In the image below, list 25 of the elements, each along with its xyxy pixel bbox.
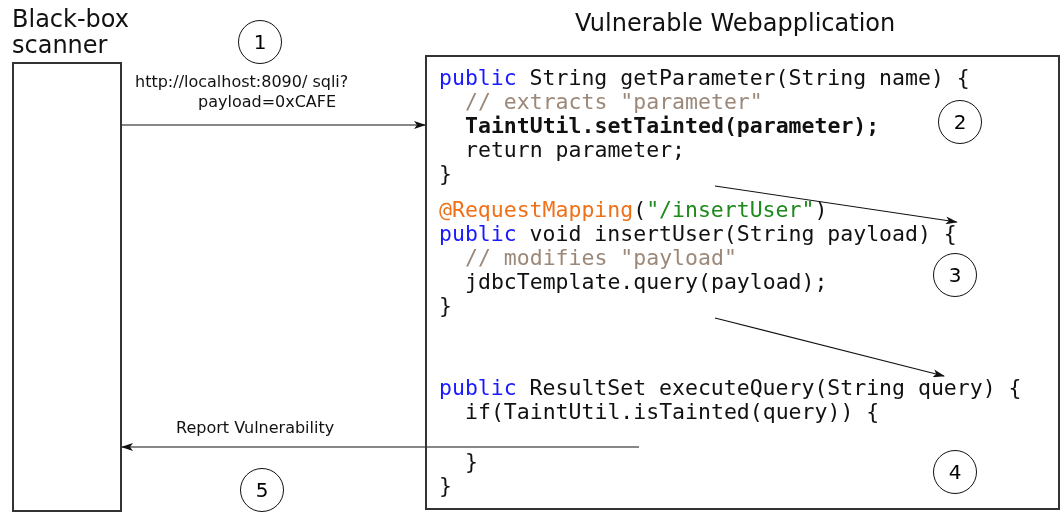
step-number: 5 <box>240 468 284 512</box>
code-line: return parameter; <box>465 138 686 162</box>
step-number: 3 <box>933 253 977 297</box>
arrow <box>714 185 958 225</box>
code-line: } <box>439 162 452 186</box>
code-line: if(TaintUtil.isTainted(query)) { <box>465 400 880 424</box>
step-number: 4 <box>933 450 977 494</box>
code-line: // modifies "payload" <box>465 246 737 270</box>
code-line: // extracts "parameter" <box>465 90 763 114</box>
code-line: @RequestMapping("/insertUser") <box>439 198 828 222</box>
code-line: } <box>439 294 452 318</box>
arrow <box>714 317 945 378</box>
step-number: 1 <box>238 20 282 64</box>
participant-label: Black-box scanner <box>12 6 130 58</box>
code-line: } <box>465 450 478 474</box>
code-line: } <box>439 474 452 498</box>
arrow <box>121 121 426 129</box>
application-title: Vulnerable Webapplication <box>575 10 896 36</box>
arrow <box>121 443 640 451</box>
code-line: public void insertUser(String payload) { <box>439 222 957 246</box>
code-line: public ResultSet executeQuery(String query) { <box>439 376 1022 400</box>
step-number: 2 <box>938 100 982 144</box>
code-line: TaintUtil.setTainted(parameter); <box>465 114 880 138</box>
code-line: public String getParameter(String name) { <box>439 66 970 90</box>
code-line: jdbcTemplate.query(payload); <box>465 270 828 294</box>
